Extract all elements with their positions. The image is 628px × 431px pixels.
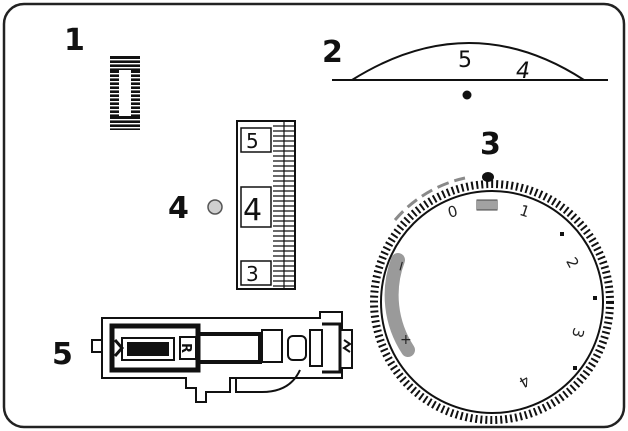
rule-marking-3: 3 bbox=[246, 262, 259, 286]
dial-plus-sign: + bbox=[400, 332, 412, 348]
rule-ticks bbox=[273, 121, 295, 289]
tension-scale: 5 4 bbox=[332, 42, 608, 100]
foot-r-marker: R bbox=[178, 343, 193, 353]
tension-arc bbox=[351, 42, 585, 81]
foot-slider-frame bbox=[109, 323, 201, 373]
dial-marker-1 bbox=[560, 232, 564, 236]
foot-guide-block bbox=[287, 335, 307, 361]
section-label-5: 5 bbox=[52, 337, 73, 372]
dial-fine-adjust-band bbox=[384, 253, 415, 357]
dial-number-0: 0 bbox=[446, 202, 460, 222]
needle-position-indicator bbox=[207, 199, 223, 215]
foot-spring-housing bbox=[261, 329, 283, 363]
foot-left-tab bbox=[91, 339, 103, 353]
section-label-4: 4 bbox=[168, 191, 189, 226]
dial-buttonhole-symbol-icon bbox=[476, 199, 498, 211]
dial-face bbox=[380, 190, 604, 414]
rule-marking-4: 4 bbox=[243, 193, 262, 228]
dial-indicator-dot bbox=[482, 172, 494, 182]
buttonhole-presser-foot: R bbox=[91, 311, 353, 403]
foot-slot-opening bbox=[127, 342, 169, 356]
dial-knurled-edge bbox=[370, 180, 614, 424]
foot-body bbox=[101, 311, 353, 403]
dial-dashed-arc bbox=[393, 176, 466, 221]
stitch-length-dial: − + 0 1 2 3 4 bbox=[370, 176, 614, 424]
section-label-2: 2 bbox=[322, 35, 343, 70]
foot-slider-rail bbox=[198, 332, 262, 364]
dial-marker-2 bbox=[593, 296, 597, 300]
tension-value-5: 5 bbox=[458, 48, 472, 73]
tension-indicator-dot bbox=[462, 90, 472, 100]
foot-arrow-left-icon bbox=[113, 339, 124, 357]
dial-number-3: 3 bbox=[568, 326, 588, 340]
foot-right-lever bbox=[309, 329, 323, 367]
section-label-3: 3 bbox=[480, 127, 501, 162]
rule-box-3 bbox=[240, 260, 272, 286]
foot-thread-guide bbox=[235, 369, 301, 393]
rule-marking-5: 5 bbox=[246, 129, 259, 153]
dial-marker-3 bbox=[573, 366, 577, 370]
dial-minus-sign: − bbox=[392, 258, 410, 273]
foot-zigzag-mark-icon bbox=[342, 339, 352, 353]
rule-box-5 bbox=[240, 127, 272, 153]
foot-r-marker-box bbox=[179, 336, 197, 360]
tension-value-4: 4 bbox=[516, 59, 530, 84]
foot-right-clamp bbox=[322, 322, 342, 374]
section-label-1: 1 bbox=[64, 23, 85, 58]
buttonhole-stitch-icon bbox=[110, 56, 140, 130]
rule-box-4 bbox=[240, 186, 272, 228]
measurement-rule: 5 4 3 bbox=[236, 120, 296, 290]
